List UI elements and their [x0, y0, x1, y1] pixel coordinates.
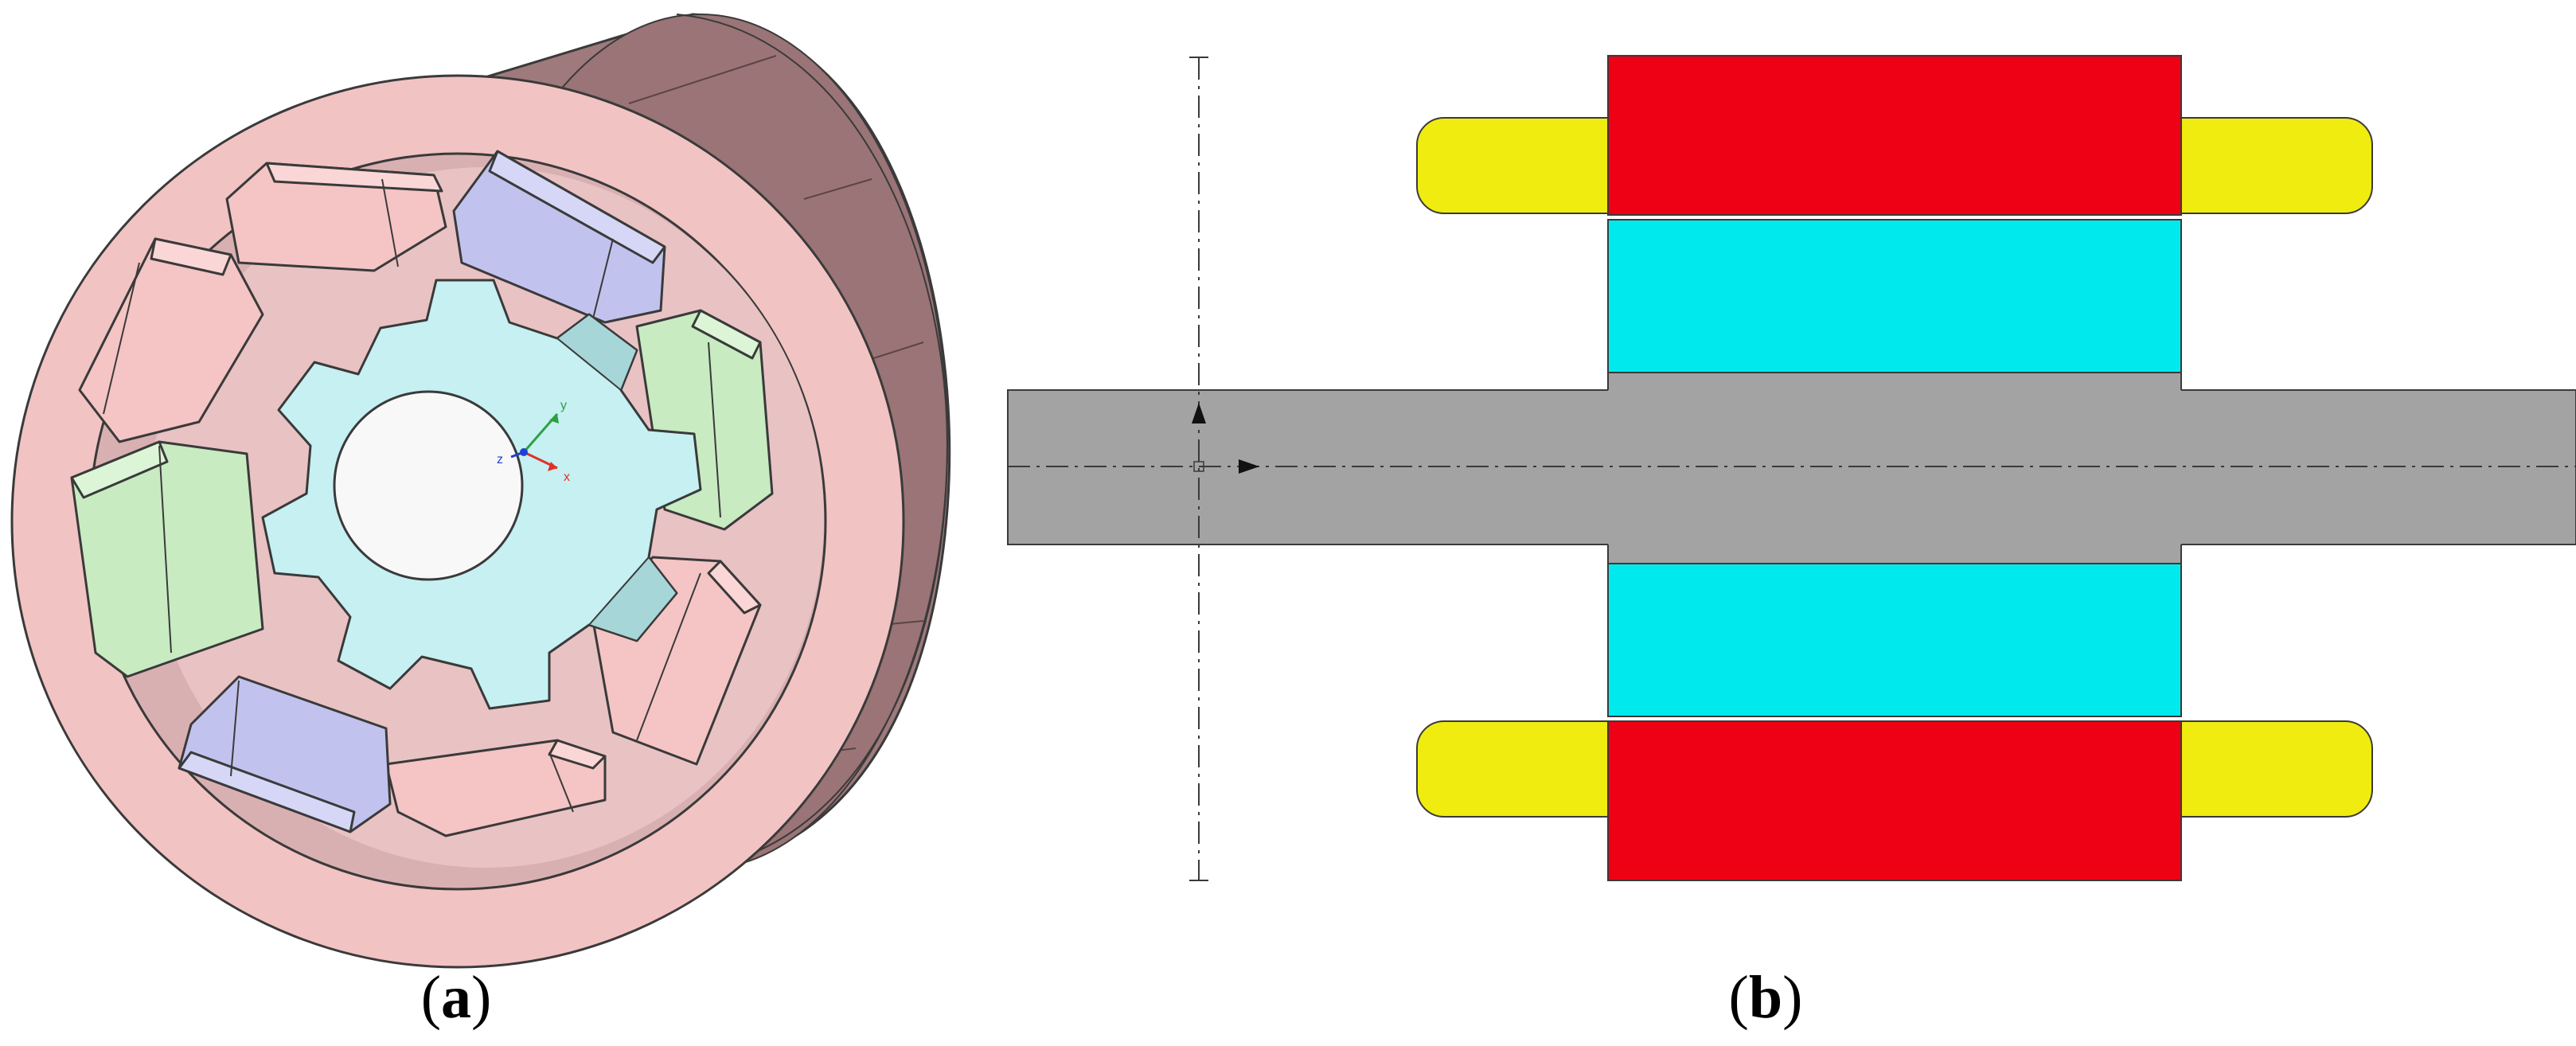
origin-marker [1192, 403, 1259, 474]
coil-top [225, 162, 447, 272]
coil-bottom [384, 739, 607, 837]
axis-label-z: z [497, 453, 503, 466]
rotor-iron-bottom [1607, 563, 2182, 717]
rotor-iron-top [1607, 219, 2182, 373]
axis-label-y: y [560, 399, 567, 412]
caption-b: (b) [1728, 964, 1803, 1031]
panel-a-3d-motor-view: x y z [10, 13, 951, 969]
coordinate-triad: x y z [497, 399, 570, 484]
coil-blue-lower [178, 675, 392, 833]
rotor-bore [333, 390, 524, 581]
axis-label-x: x [564, 470, 570, 484]
stator-bottom [1607, 720, 2182, 881]
caption-a: (a) [420, 964, 492, 1031]
rotor-core [1608, 373, 2181, 564]
panel-b-axial-section [1007, 55, 2576, 881]
stator-top [1607, 55, 2182, 216]
coil-blue-upper [452, 150, 666, 324]
coil-upper-left [78, 237, 264, 443]
coil-green-left [70, 440, 264, 678]
